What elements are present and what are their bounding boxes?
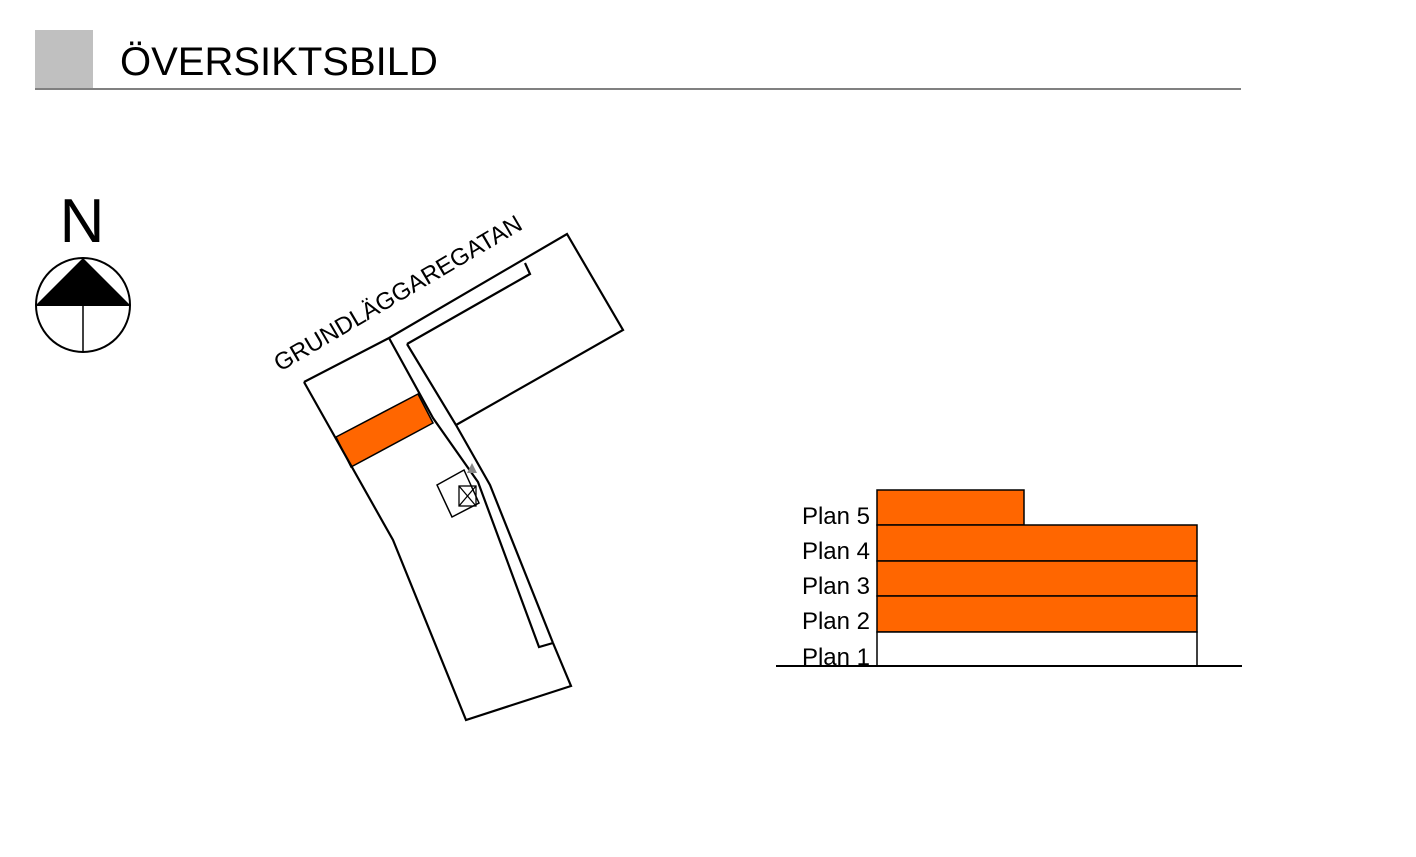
header-gray-box	[35, 30, 93, 88]
building-outline-left	[303, 381, 573, 722]
floor-label: Plan 3	[802, 573, 870, 600]
entrance-marker-icon	[467, 463, 477, 473]
floor-diagram: Plan 5 Plan 4 Plan 3 Plan 2 Plan 1	[776, 489, 1242, 671]
floor-label: Plan 4	[802, 538, 870, 565]
floor-label: Plan 2	[802, 608, 870, 635]
floor-plan-2	[876, 595, 1198, 633]
stair-box	[436, 468, 480, 519]
corridor-left	[388, 337, 554, 649]
highlighted-section	[335, 392, 435, 469]
floor-plan-3	[876, 560, 1198, 597]
north-label: N	[60, 187, 105, 256]
corridor-right	[406, 343, 555, 644]
floor-label: Plan 1	[802, 644, 870, 671]
north-arrow-icon: N	[35, 187, 131, 353]
floor-label: Plan 5	[802, 503, 870, 530]
site-plan: GRUNDLÄGGAREGATAN	[269, 210, 625, 722]
building-outline	[303, 232, 625, 426]
floor-plan-5	[876, 489, 1025, 526]
floor-plan-1	[876, 631, 1198, 667]
floor-plan-4	[876, 524, 1198, 562]
header-divider	[35, 88, 1241, 90]
elevator-icon	[458, 485, 477, 507]
page-title: ÖVERSIKTSBILD	[120, 40, 438, 84]
street-name: GRUNDLÄGGAREGATAN	[269, 210, 527, 377]
inner-wall-top	[406, 262, 532, 345]
